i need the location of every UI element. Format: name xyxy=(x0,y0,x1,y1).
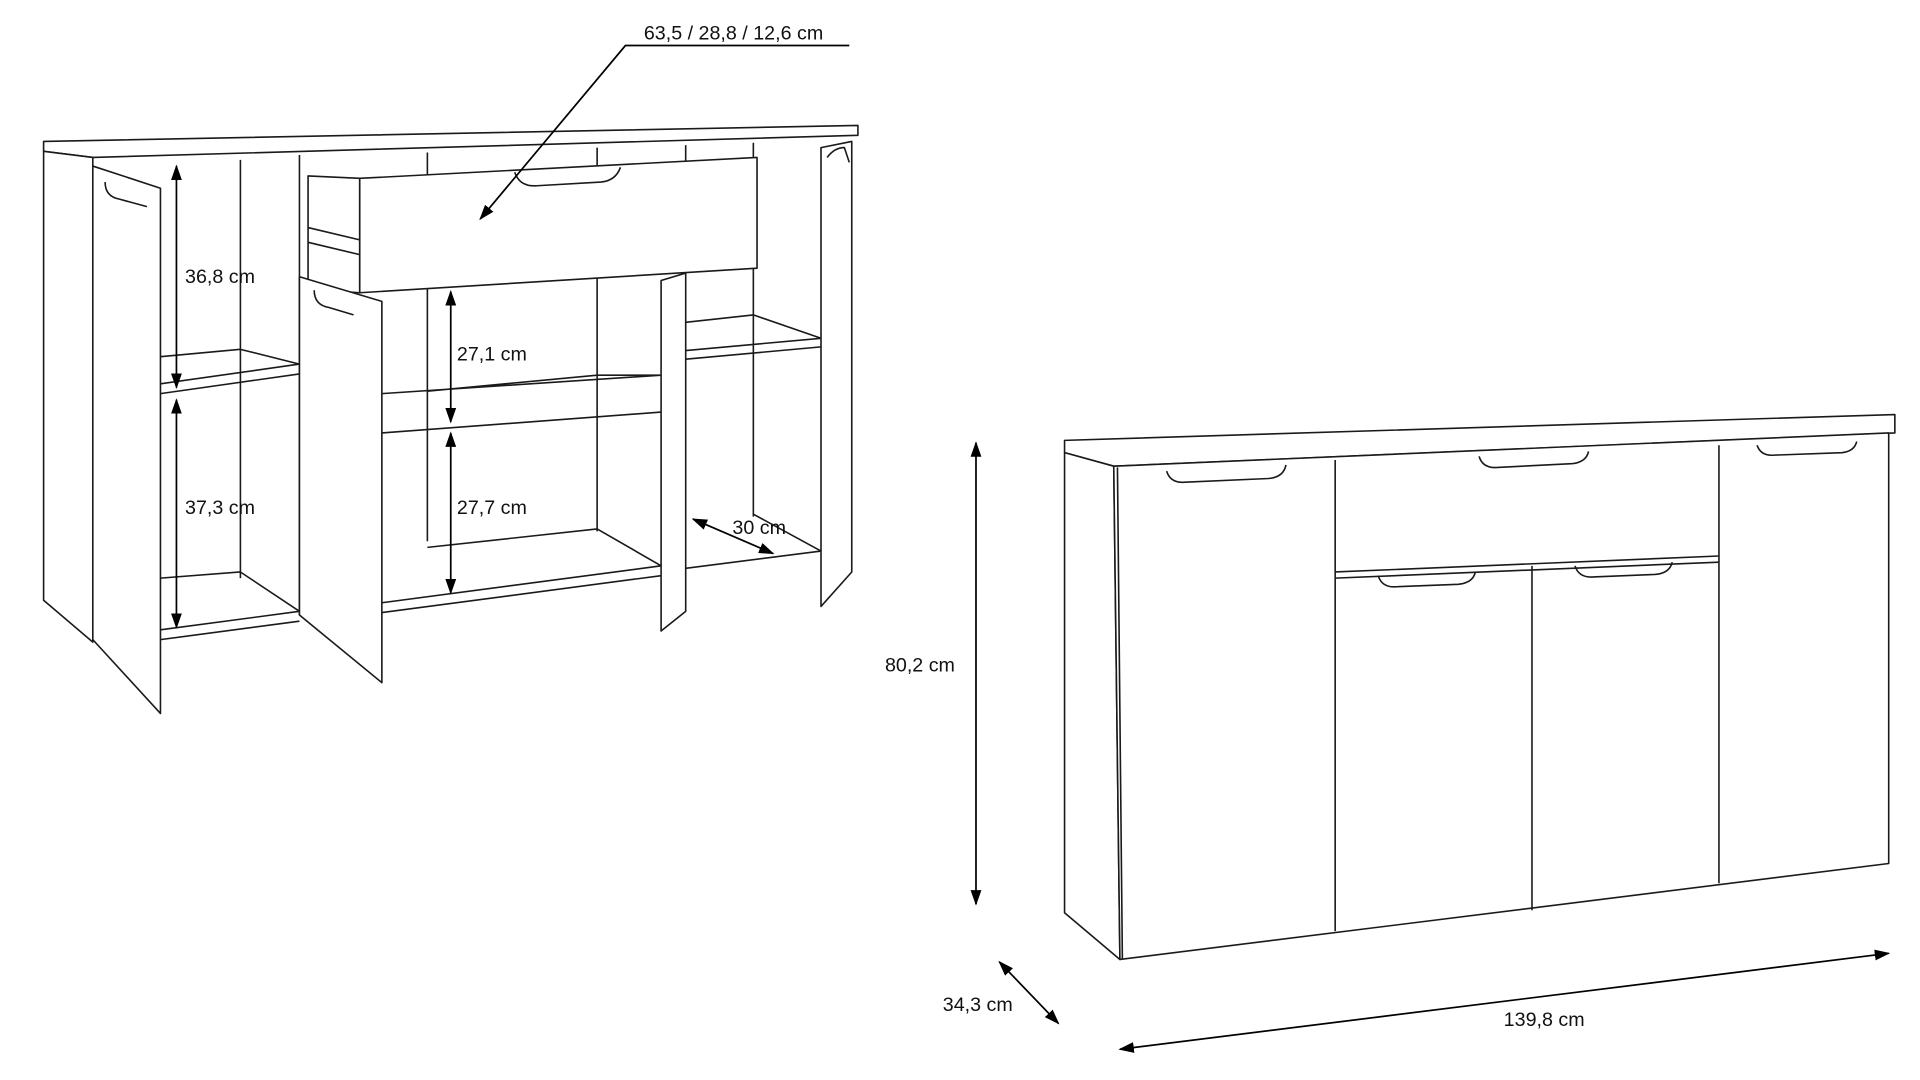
open-sideboard-drawing xyxy=(42,44,859,715)
left-lower-height-label: 37,3 cm xyxy=(185,497,255,519)
drawer-dimensions-label: 63,5 / 28,8 / 12,6 cm xyxy=(644,22,823,44)
height-label: 80,2 cm xyxy=(885,655,955,677)
closed-sideboard-drawing xyxy=(970,413,1896,1053)
depth-label: 34,3 cm xyxy=(943,994,1013,1016)
shelf-depth-label: 30 cm xyxy=(732,517,786,539)
center-lower-height-label: 27,7 cm xyxy=(457,497,527,519)
center-upper-height-label: 27,1 cm xyxy=(457,343,527,365)
left-upper-height-label: 36,8 cm xyxy=(185,266,255,288)
width-label: 139,8 cm xyxy=(1504,1009,1585,1031)
